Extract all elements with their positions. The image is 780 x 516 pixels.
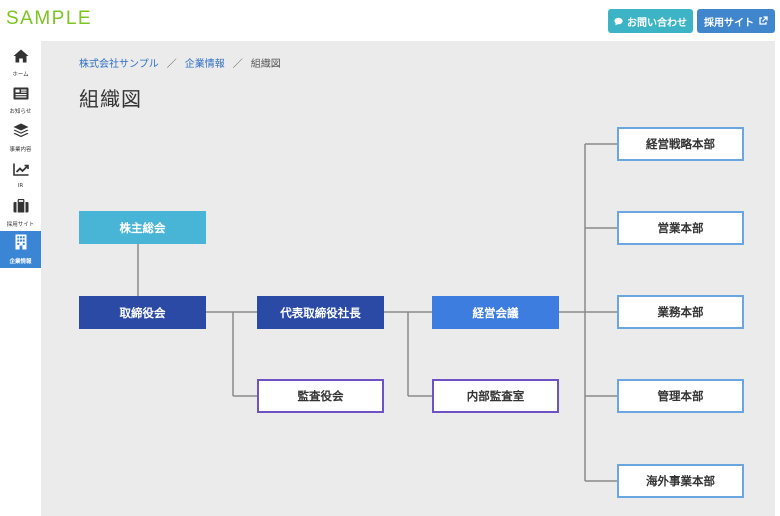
- sidebar-item-label: 企業情報: [9, 259, 32, 265]
- org-box-management-meeting: 経営会議: [432, 296, 559, 329]
- sidebar-nav: ホーム お知らせ 事業内容 IR 採用サイト 企業情報: [0, 41, 41, 516]
- external-link-icon: [758, 16, 768, 26]
- news-icon: [13, 85, 29, 104]
- sidebar-item-recruit[interactable]: 採用サイト: [0, 194, 41, 231]
- sidebar-item-label: ホーム: [12, 71, 29, 78]
- breadcrumb: 株式会社サンプル ／ 企業情報 ／ 組織図: [79, 55, 281, 70]
- org-box-shareholders: 株主総会: [79, 211, 206, 244]
- breadcrumb-link-company-info[interactable]: 企業情報: [184, 59, 225, 70]
- recruit-button-label: 採用サイト: [704, 17, 754, 29]
- org-box-division: 営業本部: [617, 211, 744, 245]
- org-chart-connectors: [137, 143, 617, 482]
- chart-icon: [12, 161, 29, 180]
- breadcrumb-current: 組織図: [250, 59, 281, 70]
- building-icon: [15, 234, 27, 254]
- breadcrumb-separator: ／: [166, 59, 177, 70]
- recruit-site-button[interactable]: 採用サイト: [697, 9, 775, 33]
- breadcrumb-separator: ／: [232, 59, 243, 70]
- contact-button[interactable]: お問い合わせ: [608, 9, 693, 33]
- briefcase-icon: [13, 198, 29, 217]
- sidebar-item-label: IR: [17, 182, 24, 189]
- site-logo[interactable]: SAMPLE: [6, 8, 93, 29]
- org-box-board: 取締役会: [79, 296, 206, 329]
- sidebar-item-label: 採用サイト: [6, 221, 35, 228]
- sidebar-item-business[interactable]: 事業内容: [0, 119, 41, 156]
- sidebar-item-news[interactable]: お知らせ: [0, 81, 41, 118]
- org-box-division: 経営戦略本部: [617, 127, 744, 161]
- org-box-division: 管理本部: [617, 379, 744, 413]
- chat-bubble-icon: [614, 17, 623, 26]
- breadcrumb-link-home[interactable]: 株式会社サンプル: [79, 59, 159, 70]
- page-title: 組織図: [79, 87, 142, 111]
- top-header: SAMPLE お問い合わせ 採用サイト: [0, 0, 780, 41]
- contact-button-label: お問い合わせ: [627, 17, 687, 29]
- org-box-president: 代表取締役社長: [257, 296, 384, 329]
- main-content: 株式会社サンプル ／ 企業情報 ／ 組織図 組織図 株主総会 取締役会 代表取締…: [41, 41, 775, 516]
- org-box-internal-audit: 内部監査室: [432, 379, 559, 413]
- sidebar-item-home[interactable]: ホーム: [0, 44, 41, 81]
- org-box-auditors: 監査役会: [257, 379, 384, 413]
- layers-icon: [13, 123, 29, 142]
- home-icon: [13, 48, 29, 67]
- sidebar-item-ir[interactable]: IR: [0, 156, 41, 193]
- sidebar-item-company-info[interactable]: 企業情報: [0, 231, 41, 268]
- sidebar-item-label: 事業内容: [9, 146, 32, 153]
- org-box-division: 海外事業本部: [617, 464, 744, 498]
- org-box-division: 業務本部: [617, 295, 744, 329]
- sidebar-item-label: お知らせ: [9, 108, 32, 115]
